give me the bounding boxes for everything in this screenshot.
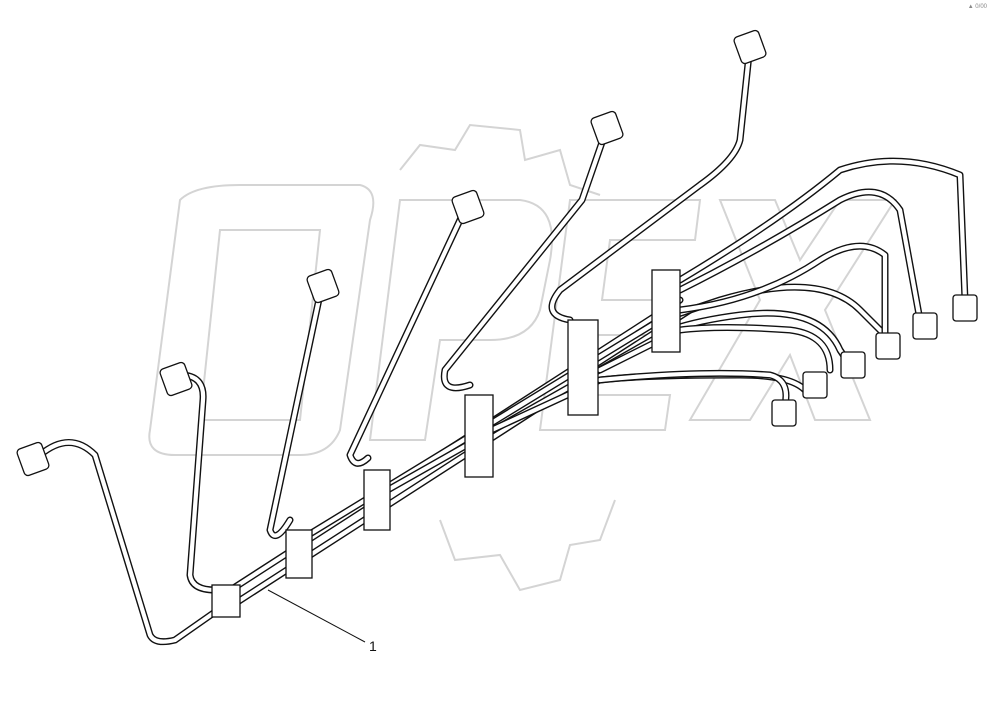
pipe-bundle bbox=[211, 157, 969, 614]
callout-leader-line bbox=[267, 589, 366, 643]
callout-label-1: 1 bbox=[369, 638, 377, 654]
injector-pipes bbox=[36, 41, 754, 646]
opex-watermark-logo bbox=[148, 123, 897, 592]
pipe-clamps bbox=[211, 269, 681, 618]
corner-mark: ▲ 0/00 bbox=[967, 4, 987, 10]
pipe-nuts bbox=[16, 29, 978, 477]
